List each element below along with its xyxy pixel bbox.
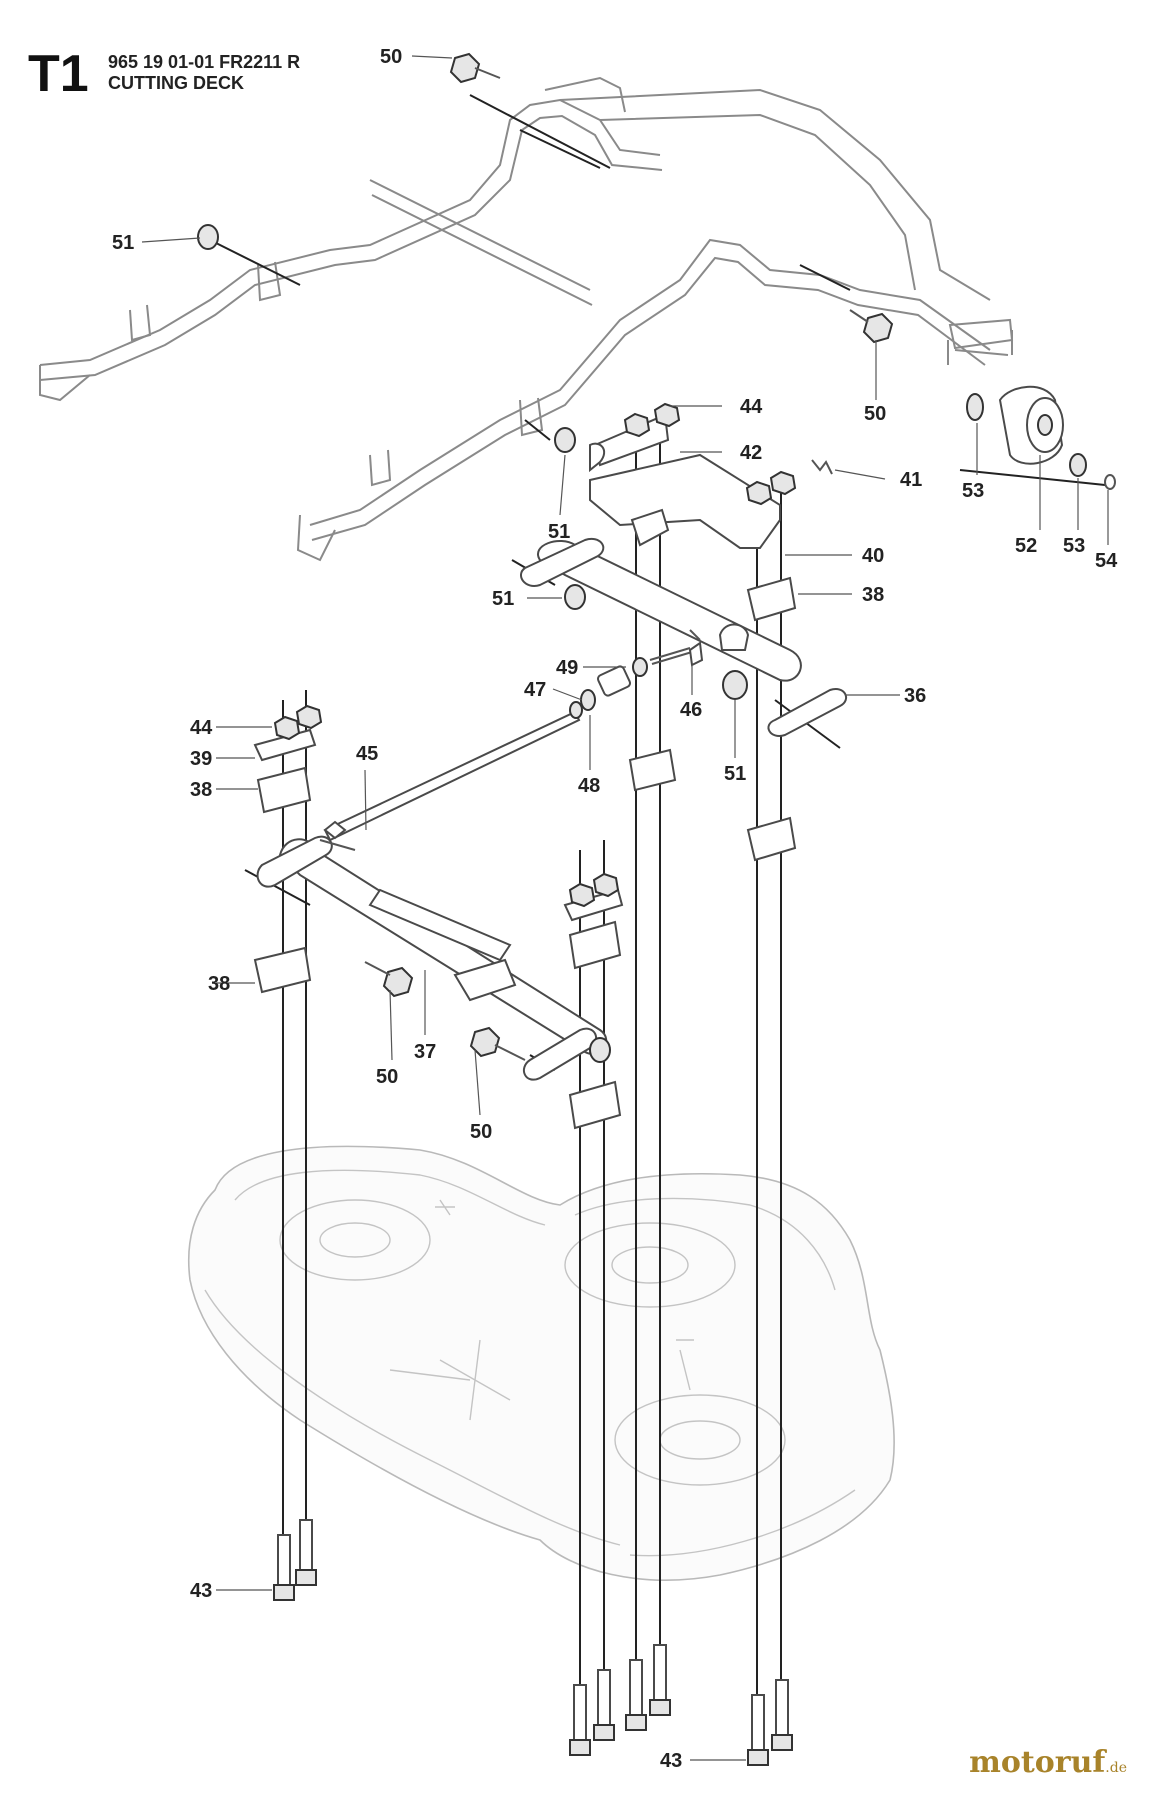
rear-lift-shaft (520, 537, 848, 737)
callout-label: 47 (524, 679, 546, 701)
callout-label: 51 (548, 521, 570, 543)
callout-label: 43 (190, 1580, 212, 1602)
callout-label: 37 (414, 1041, 436, 1063)
nuts (197, 224, 797, 908)
callout-label: 50 (470, 1121, 492, 1143)
callout-label: 38 (862, 584, 884, 606)
front-lift-shaft (256, 835, 611, 1081)
callout-label: 49 (556, 657, 578, 679)
callout-label: 43 (660, 1750, 682, 1772)
clip-41 (811, 459, 833, 475)
callout-label: 53 (1063, 535, 1085, 557)
callout-label: 51 (724, 763, 746, 785)
callout-label: 51 (492, 588, 514, 610)
adjust-rod (319, 710, 581, 851)
callout-label: 44 (190, 717, 213, 739)
adjuster-parts (569, 641, 704, 719)
callout-label: 52 (1015, 535, 1037, 557)
section-code: T1 (28, 45, 89, 103)
callout-label: 48 (578, 775, 600, 797)
upper-brackets (253, 413, 797, 1130)
bolts-50 (364, 52, 894, 1061)
callout-label: 46 (680, 699, 702, 721)
deck-housing (187, 1145, 895, 1581)
callout-label: 50 (864, 403, 886, 425)
callout-label: 51 (112, 232, 134, 254)
leader-lines (141, 55, 1109, 1761)
gauge-wheel (966, 385, 1116, 490)
lift-frame (39, 76, 1014, 562)
watermark-logo: motoruf.de (969, 1745, 1127, 1780)
diagram-title: CUTTING DECK (108, 73, 244, 93)
callout-label: 50 (380, 46, 402, 68)
callout-label: 39 (190, 748, 212, 770)
callout-label: 54 (1095, 550, 1118, 572)
callout-label: 36 (904, 685, 926, 707)
callout-label: 44 (740, 396, 763, 418)
callout-label: 40 (862, 545, 884, 567)
callout-label: 38 (208, 973, 230, 995)
bolts-43 (273, 1519, 793, 1766)
callout-label: 41 (900, 469, 922, 491)
callout-label: 38 (190, 779, 212, 801)
callout-label: 53 (962, 480, 984, 502)
callout-label: 42 (740, 442, 762, 464)
callout-label: 50 (376, 1066, 398, 1088)
callout-label: 45 (356, 743, 378, 765)
part-number: 965 19 01-01 FR2211 R (108, 52, 301, 72)
callout-labels: 50 51 50 44 42 41 40 38 51 51 36 49 47 4… (112, 46, 1118, 1772)
